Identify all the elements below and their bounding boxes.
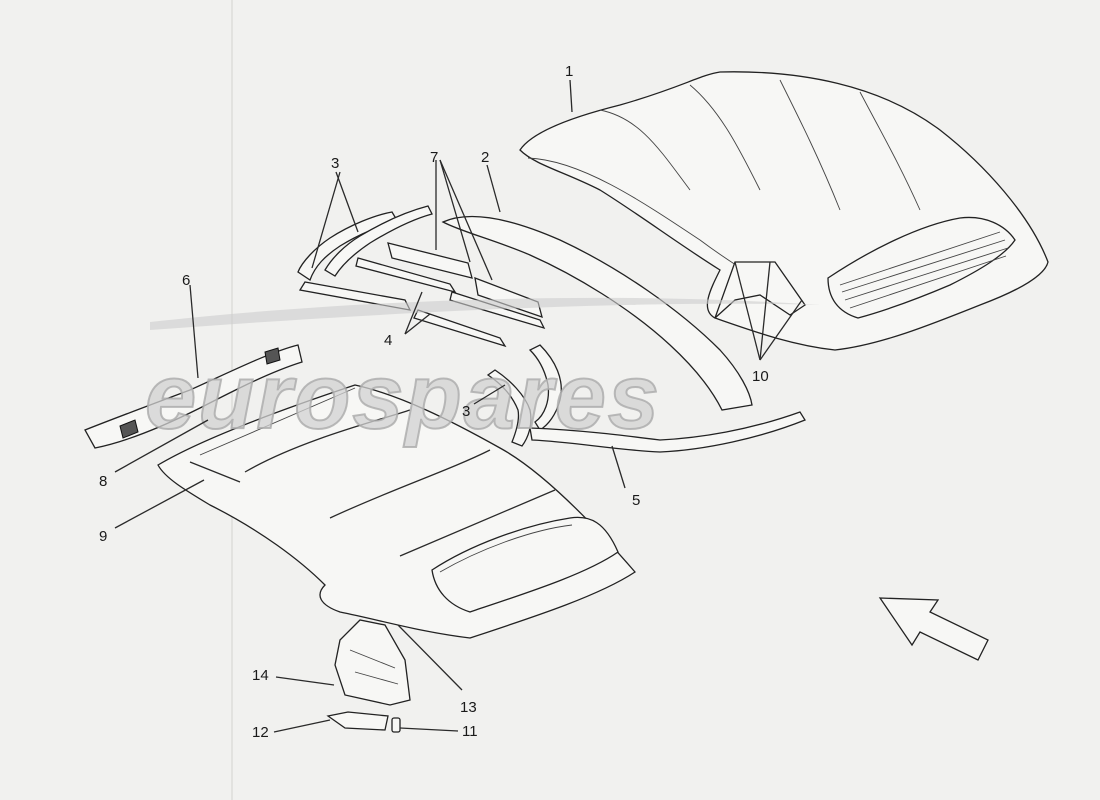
callout-3-lower: 3: [462, 403, 470, 420]
callout-12: 12: [252, 724, 269, 741]
callout-8: 8: [99, 473, 107, 490]
leader-lines: [114, 79, 803, 733]
part-hinge-bracket: [334, 619, 411, 706]
part-rear-trim-strip: [441, 215, 753, 411]
callout-4: 4: [384, 332, 392, 349]
callout-3: 3: [331, 155, 339, 172]
direction-arrow-icon: [878, 597, 989, 661]
callout-6: 6: [182, 272, 190, 289]
watermark: eurospares: [144, 297, 820, 449]
callout-7: 7: [430, 149, 438, 166]
callout-1: 1: [565, 63, 573, 80]
part-mounting-plate: [326, 711, 389, 731]
callout-5: 5: [632, 492, 640, 509]
callout-11: 11: [462, 723, 478, 740]
watermark-text: eurospares: [145, 346, 661, 448]
part-seal-lower: [486, 344, 562, 447]
part-fastener: [391, 717, 401, 733]
callout-14: 14: [252, 667, 269, 684]
part-front-crossbar: [84, 344, 303, 449]
callout-10: 10: [752, 368, 769, 385]
part-long-rail: [529, 411, 806, 453]
callout-13: 13: [460, 699, 477, 716]
callout-2: 2: [481, 149, 489, 166]
part-soft-top-cover: [519, 71, 1049, 351]
part-seal-upper: [297, 205, 433, 311]
callout-9: 9: [99, 528, 107, 545]
part-soft-top-frame: [157, 384, 636, 639]
callout-labels: 1 2 3 3 4 5 6 7 8 9 10 11 12 13 14: [99, 63, 769, 741]
